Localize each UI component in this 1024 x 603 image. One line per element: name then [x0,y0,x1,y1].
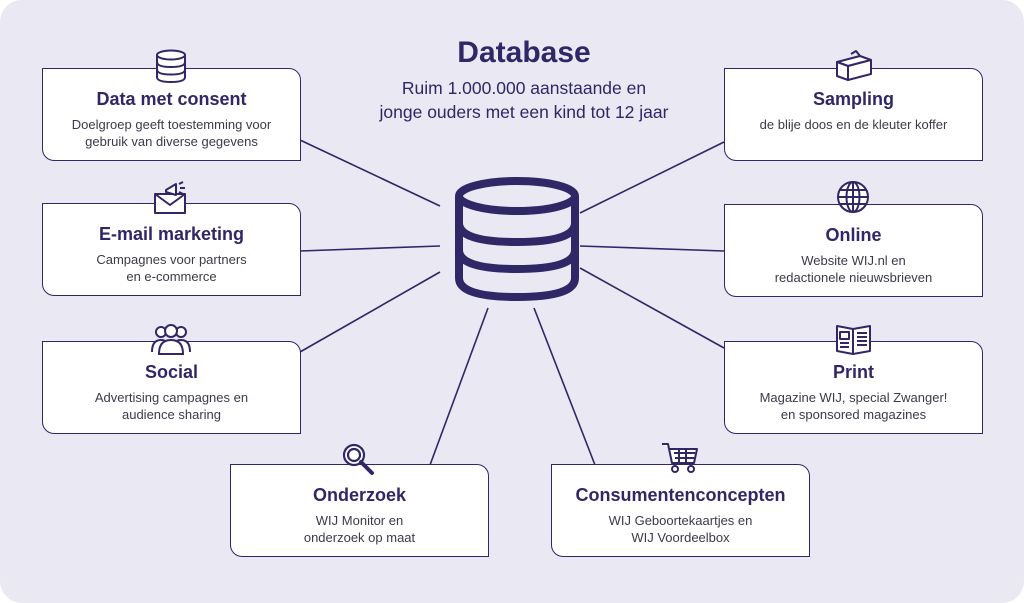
card-description: Campagnes voor partners en e-commerce [43,251,300,285]
card-line-2: WIJ Voordeelbox [631,530,730,545]
card-consumentenconcepten: Consumentenconcepten WIJ Geboortekaartje… [551,464,810,557]
envelope-megaphone-icon [154,181,186,214]
card-line-2: en sponsored magazines [780,407,927,422]
card-title: Data met consent [96,89,247,109]
magnifier-icon [342,443,374,475]
card-data-met-consent: Data met consent Doelgroep geeft toestem… [42,68,301,161]
subtitle-line-1: Ruim 1.000.000 aanstaande en [401,78,647,98]
card-line-1: Campagnes voor partners [96,252,247,267]
central-database-icon [455,177,579,301]
magazine-icon [836,325,871,355]
card-social: Social Advertising campagnes en audience… [42,341,301,434]
people-icon [151,324,191,355]
card-line-1: Advertising campagnes en [94,390,249,405]
card-title: Social [144,362,199,382]
card-line-1: Doelgroep geeft toestemming voor [71,117,272,132]
card-title: E-mail marketing [98,224,245,244]
card-line-2: onderzoek op maat [303,530,416,545]
card-sampling: Sampling de blije doos en de kleuter kof… [724,68,983,161]
card-description: Doelgroep geeft toestemming voor gebruik… [43,116,300,150]
connector-online [579,245,725,252]
database-icon [156,49,186,84]
card-line-2: redactionele nieuwsbrieven [774,270,933,285]
card-title: Onderzoek [312,485,407,505]
card-title: Sampling [812,89,894,109]
card-email-marketing: E-mail marketing Campagnes voor partners… [42,203,301,296]
card-line-1: WIJ Geboortekaartjes en [608,513,753,528]
card-line-2: en e-commerce [126,269,217,284]
card-description: WIJ Monitor en onderzoek op maat [231,512,488,546]
card-line-1: Website WIJ.nl en [801,253,906,268]
card-title: Print [832,362,874,382]
shopping-cart-icon [662,443,698,473]
subtitle-line-2: jonge ouders met een kind tot 12 jaar [379,102,669,122]
card-online: Online Website WIJ.nl en redactionele ni… [724,204,983,297]
connector-email [299,245,441,252]
connector-consument [533,307,596,466]
page-subtitle: Ruim 1.000.000 aanstaande en jonge ouder… [330,76,718,124]
card-line-1: Magazine WIJ, special Zwanger! [759,390,948,405]
card-line-1: WIJ Monitor en [315,513,404,528]
box-icon [836,50,872,81]
card-title: Consumentenconcepten [575,485,786,505]
page-title: Database [457,36,591,69]
card-onderzoek: Onderzoek WIJ Monitor en onderzoek op ma… [230,464,489,557]
card-line-1: de blije doos en de kleuter koffer [759,117,948,132]
connector-sampling [579,141,725,214]
card-description: WIJ Geboortekaartjes en WIJ Voordeelbox [552,512,809,546]
card-description: de blije doos en de kleuter koffer [725,116,982,133]
globe-icon [837,181,869,213]
card-line-2: gebruik van diverse gegevens [85,134,258,149]
connector-consent [299,139,441,207]
card-description: Advertising campagnes en audience sharin… [43,389,300,423]
card-description: Website WIJ.nl en redactionele nieuwsbri… [725,252,982,286]
card-line-2: audience sharing [121,407,222,422]
card-description: Magazine WIJ, special Zwanger! en sponso… [725,389,982,423]
card-title: Online [825,225,882,245]
connector-social [299,271,441,353]
connector-onderzoek [429,307,489,466]
connector-print [579,267,725,349]
